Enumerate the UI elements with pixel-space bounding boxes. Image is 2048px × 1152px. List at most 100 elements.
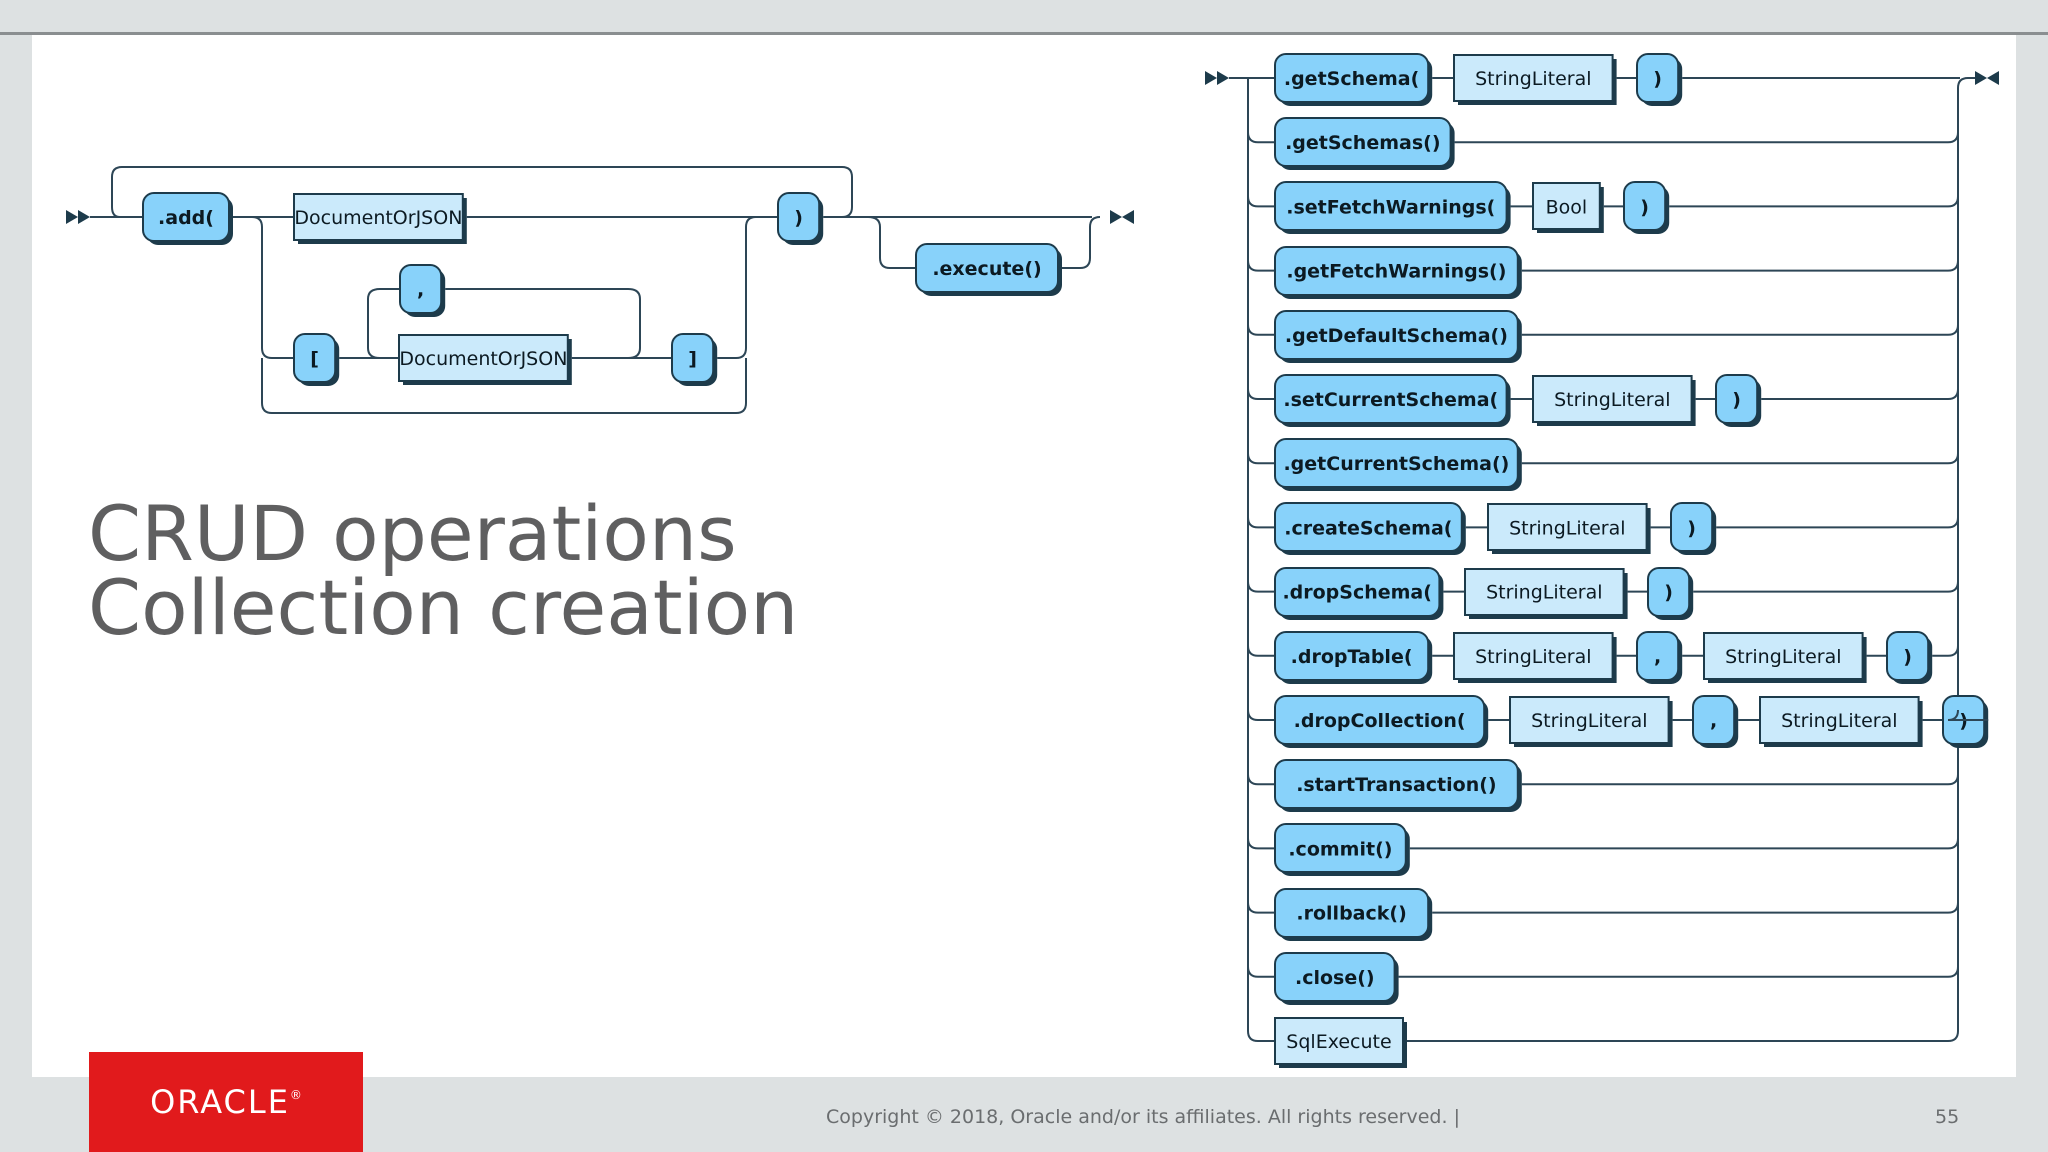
box-label: .add( [158, 207, 214, 229]
branch-entry [1247, 709, 1275, 721]
box-label: ) [1640, 196, 1649, 218]
box-label: .createSchema( [1284, 517, 1452, 539]
box-body [1274, 117, 1452, 167]
nonterminal-sqlexecute: SqlExecute [1274, 1017, 1407, 1068]
terminal-execute: .execute() [915, 243, 1062, 296]
box-body [1670, 502, 1714, 552]
box-label: , [1654, 646, 1661, 668]
box-body [1274, 438, 1519, 488]
box-body [1274, 823, 1407, 873]
box-body [1274, 695, 1486, 745]
terminal-close-bracket: ] [671, 333, 718, 386]
box-body [1274, 1017, 1404, 1065]
nonterminal-bool: Bool [1532, 182, 1604, 233]
terminal-comma: , [1636, 631, 1683, 684]
array-branch-track [251, 216, 294, 359]
slide-title-line-2: Collection creation [88, 563, 799, 652]
box-label: .rollback() [1296, 903, 1406, 925]
end-marker-icon [1110, 210, 1134, 224]
arrow-head [1205, 71, 1217, 85]
terminal-close-paren: ) [1636, 53, 1683, 106]
terminal-getschemas: .getSchemas() [1274, 117, 1455, 170]
branch-entry [1247, 966, 1275, 978]
copyright-footer: Copyright © 2018, Oracle and/or its affi… [826, 1106, 1460, 1128]
branch-exit [1761, 388, 1959, 400]
box-label: ) [1732, 389, 1741, 411]
branch-exit [1947, 709, 1989, 721]
terminal-getschema: .getSchema( [1274, 53, 1433, 106]
terminal-dropschema: .dropSchema( [1274, 567, 1444, 620]
branch-entry [1247, 453, 1275, 465]
arrow-head [1122, 210, 1134, 224]
branch-exit [1521, 260, 1959, 272]
oracle-logo-text: ORACLE [150, 1083, 290, 1121]
box-body [1487, 503, 1648, 551]
branch-entry [1247, 581, 1275, 593]
branch-entry [1247, 324, 1275, 336]
box-label: .dropSchema( [1282, 582, 1432, 604]
box-body [1274, 631, 1430, 681]
branch-entry [1247, 645, 1275, 657]
arrow-head [78, 210, 90, 224]
terminal-close-paren: ) [1623, 181, 1670, 234]
branch-exit [1716, 517, 1959, 529]
branch-entry [1247, 517, 1275, 529]
box-body [1274, 374, 1508, 424]
box-label: StringLiteral [1509, 517, 1625, 539]
box-body [1692, 695, 1736, 745]
oracle-logo: ORACLE ® [89, 1052, 363, 1152]
branch-exit [1407, 1030, 1959, 1042]
box-body [1453, 54, 1614, 102]
box-label: StringLiteral [1531, 710, 1647, 732]
branch-exit [1432, 902, 1959, 914]
terminal-droptable: .dropTable( [1274, 631, 1433, 684]
box-label: [ [310, 348, 319, 370]
terminal-starttransaction: .startTransaction() [1274, 759, 1522, 812]
box-label: StringLiteral [1554, 389, 1670, 411]
box-body [1623, 181, 1667, 231]
branch-exit [1932, 645, 1959, 657]
box-label: StringLiteral [1781, 710, 1897, 732]
box-body [1453, 632, 1614, 680]
box-label: , [417, 279, 424, 301]
nonterminal-documentorjson: DocumentOrJSON [293, 193, 467, 244]
box-body [1715, 374, 1759, 424]
terminal-getfetchwarnings: .getFetchWarnings() [1274, 246, 1522, 299]
repeat-loop-track [90, 166, 853, 218]
box-label: .setCurrentSchema( [1283, 389, 1498, 411]
box-body [1532, 375, 1693, 423]
box-label: .setFetchWarnings( [1286, 196, 1495, 218]
nonterminal-stringliteral: StringLiteral [1453, 632, 1617, 683]
box-label: ) [794, 207, 803, 229]
branch-exit [1693, 581, 1959, 593]
box-body [1703, 632, 1864, 680]
box-body [1274, 888, 1430, 938]
box-label: .execute() [932, 258, 1041, 280]
comma-loop-track [445, 288, 641, 359]
box-label: .startTransaction() [1296, 774, 1496, 796]
box-body [1532, 182, 1601, 230]
terminal-close-paren: ) [1886, 631, 1933, 684]
branch-entry [1247, 260, 1275, 272]
nonterminal-documentorjson: DocumentOrJSON [398, 334, 572, 385]
box-label: .getSchema( [1284, 68, 1419, 90]
arrow-head [1110, 210, 1122, 224]
box-label: DocumentOrJSON [294, 207, 462, 229]
box-label: ] [688, 348, 697, 370]
box-body [1274, 246, 1519, 296]
end-marker-icon [1975, 71, 1999, 85]
box-label: .getCurrentSchema() [1283, 453, 1509, 475]
box-label: .getDefaultSchema() [1285, 325, 1508, 347]
branch-entry [1247, 132, 1275, 144]
box-label: ) [1664, 582, 1673, 604]
branch-entry [1247, 196, 1275, 208]
slide-title-line-1: CRUD operations [88, 489, 737, 578]
branch-exit [1669, 196, 1959, 208]
branch-exit [1409, 838, 1959, 850]
terminal-getcurrentschema: .getCurrentSchema() [1274, 438, 1522, 491]
box-label: ) [1653, 68, 1662, 90]
branch-exit [1521, 324, 1959, 336]
terminal-rollback: .rollback() [1274, 888, 1433, 941]
box-label: SqlExecute [1286, 1031, 1391, 1053]
box-label: StringLiteral [1475, 68, 1591, 90]
